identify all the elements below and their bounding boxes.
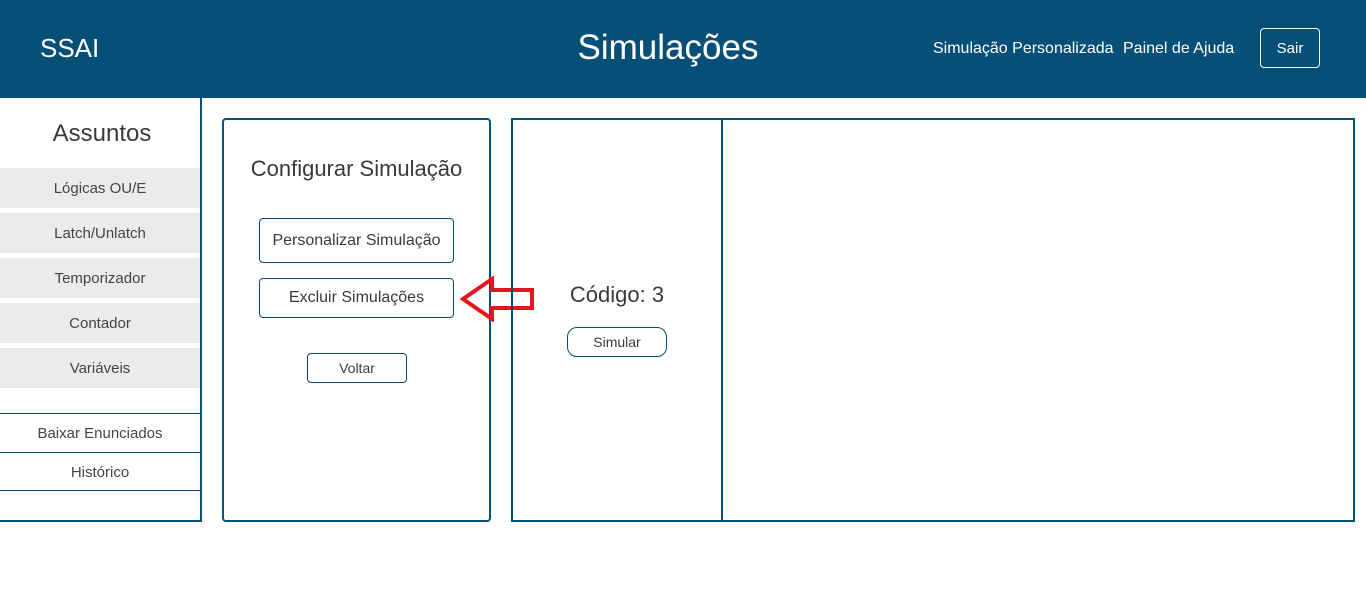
simulation-panel: Código: 3 Simular [511, 118, 1355, 522]
sidebar-divider [0, 490, 200, 491]
nav-custom-simulation[interactable]: Simulação Personalizada [933, 40, 1114, 57]
back-button[interactable]: Voltar [307, 353, 407, 383]
sidebar: Assuntos Lógicas OU/E Latch/Unlatch Temp… [0, 98, 202, 522]
top-header: SSAI Simulações Simulação Personalizada … [0, 0, 1366, 98]
sidebar-link-history[interactable]: Histórico [70, 463, 130, 481]
simulate-button[interactable]: Simular [567, 327, 667, 357]
sidebar-divider [0, 413, 200, 414]
simulation-code-label: Código: 3 [569, 282, 665, 307]
simulation-controls: Código: 3 Simular [513, 120, 723, 520]
annotation-arrow-icon [459, 276, 534, 322]
sidebar-item-contador[interactable]: Contador [0, 303, 200, 343]
simulation-display-area [725, 120, 1353, 520]
page-title: Simulações [577, 28, 759, 67]
sidebar-title: Assuntos [52, 120, 152, 147]
config-title: Configurar Simulação [250, 156, 463, 181]
customize-simulation-button[interactable]: Personalizar Simulação [259, 218, 454, 263]
sidebar-link-download[interactable]: Baixar Enunciados [37, 424, 163, 442]
sidebar-item-variaveis[interactable]: Variáveis [0, 348, 200, 388]
logout-button[interactable]: Sair [1260, 28, 1320, 68]
sidebar-item-latch[interactable]: Latch/Unlatch [0, 213, 200, 253]
config-panel: Configurar Simulação Personalizar Simula… [222, 118, 491, 522]
sidebar-item-logicas[interactable]: Lógicas OU/E [0, 168, 200, 208]
sidebar-item-temporizador[interactable]: Temporizador [0, 258, 200, 298]
delete-simulations-button[interactable]: Excluir Simulações [259, 278, 454, 318]
nav-help-panel[interactable]: Painel de Ajuda [1123, 40, 1235, 57]
brand-logo[interactable]: SSAI [40, 33, 100, 63]
sidebar-divider [0, 452, 200, 453]
